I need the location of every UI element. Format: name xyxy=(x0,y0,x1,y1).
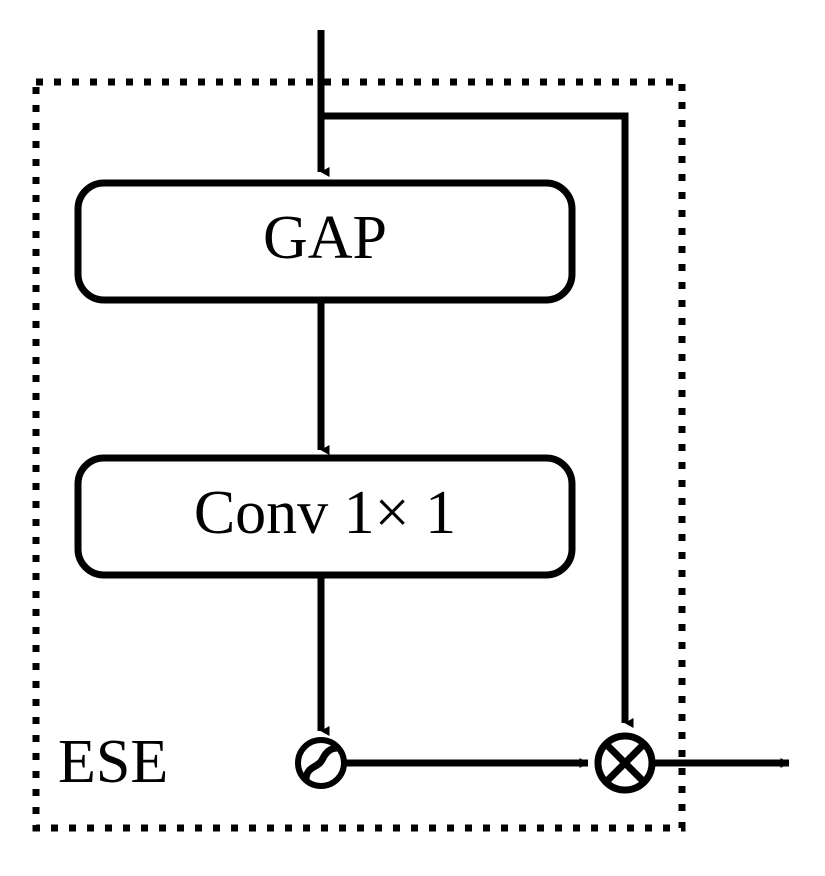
conv-node: Conv 1× 1 xyxy=(74,454,576,579)
gap-label: GAP xyxy=(263,204,387,272)
gap-box xyxy=(74,179,576,304)
conv-label: Conv 1× 1 xyxy=(194,479,456,547)
multiply-node xyxy=(594,732,656,794)
conv-box xyxy=(74,454,576,579)
sigmoid-node xyxy=(295,737,347,789)
ese-container-border xyxy=(32,78,686,832)
ese-module-label: ESE xyxy=(58,728,168,796)
multiply-cross-icon-b xyxy=(603,741,647,785)
edge-input-branch-to-multiply xyxy=(321,112,634,728)
gap-node: GAP xyxy=(74,179,576,304)
sigmoid-curve-icon xyxy=(302,744,342,784)
